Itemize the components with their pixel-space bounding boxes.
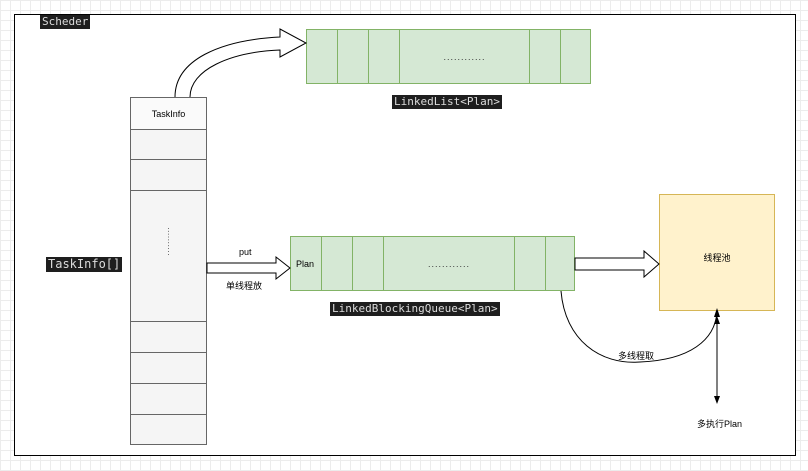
blocking-queue-cell — [353, 237, 384, 290]
linked-list-dots: ............ — [443, 51, 486, 62]
linked-list-cell — [338, 30, 369, 83]
linked-list-ellipsis-cell: ............ — [400, 30, 530, 83]
linked-list-cell — [530, 30, 561, 83]
taskinfo-ellipsis-cell: · · · · · · · · · · — [131, 191, 206, 322]
blocking-queue-cell — [322, 237, 353, 290]
linked-list-label: LinkedList<Plan> — [392, 95, 502, 109]
taskinfo-cell — [131, 130, 206, 160]
linked-list-row: ............ — [306, 29, 591, 84]
multi-take-curve — [560, 290, 718, 363]
taskinfo-ellipsis: · · · · · · · · · · — [164, 227, 173, 255]
multi-exec-arrowhead-top — [714, 316, 720, 324]
taskinfo-cell — [131, 160, 206, 191]
single-thread-put-label: 单线程放 — [226, 281, 263, 291]
taskinfo-header-text: TaskInfo — [151, 109, 186, 119]
taskinfo-header-cell: TaskInfo — [131, 98, 206, 130]
taskinfo-column: TaskInfo · · · · · · · · · · — [130, 97, 207, 445]
task-array-label: TaskInfo[] — [46, 257, 123, 272]
plan-cell-text: Plan — [296, 258, 315, 269]
diagram-title: Scheder — [40, 15, 91, 29]
queue-to-pool-arrow — [574, 249, 660, 279]
multi-exec-arrowhead-bottom — [714, 396, 720, 404]
blocking-queue-plan-cell: Plan — [291, 237, 322, 290]
taskinfo-cell — [131, 384, 206, 415]
blocking-queue-ellipsis-cell: ............ — [384, 237, 515, 290]
taskinfo-cell — [131, 322, 206, 353]
put-block-arrow — [206, 255, 291, 281]
taskinfo-cell — [131, 353, 206, 384]
blocking-queue-row: Plan ............ — [290, 236, 575, 291]
multi-take-arrowhead — [714, 308, 720, 317]
blocking-queue-cell — [515, 237, 546, 290]
curved-block-arrow — [174, 28, 308, 98]
linked-list-cell — [307, 30, 338, 83]
multi-exec-plan-label: 多执行Plan — [697, 419, 743, 429]
blocking-queue-label: LinkedBlockingQueue<Plan> — [330, 302, 500, 316]
put-label: put — [239, 247, 252, 257]
multi-thread-take-label: 多线程取 — [618, 351, 655, 361]
blocking-queue-dots: ............ — [427, 258, 470, 269]
linked-list-cell — [369, 30, 400, 83]
thread-pool-label: 线程池 — [703, 253, 731, 263]
